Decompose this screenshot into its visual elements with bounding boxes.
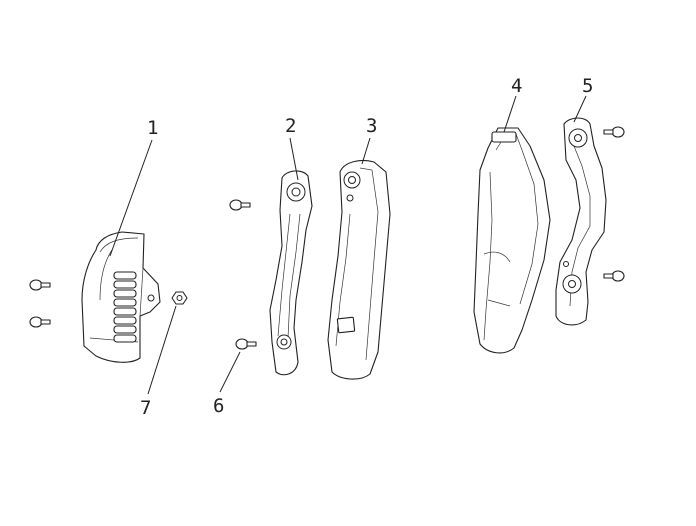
callout-4: 4 [511,75,522,97]
part-5-outer-bracket [555,117,607,326]
callout-2: 2 [285,115,296,137]
screw-right-top [603,126,625,138]
nut-7 [171,291,188,305]
leader-3 [361,137,371,165]
callout-6: 6 [213,395,224,417]
callout-5: 5 [582,75,593,97]
callout-1: 1 [147,117,158,139]
callout-7: 7 [140,397,151,419]
screw-6-lower [235,338,257,350]
part-1-vent-housing [81,231,161,363]
part-3-cover-panel [327,159,391,380]
leader-4 [503,95,517,133]
callout-3: 3 [366,115,377,137]
leader-6 [219,351,241,393]
leader-1 [109,139,153,257]
leader-2 [289,137,299,181]
screw-left-bottom [29,316,51,328]
vent-slots [113,271,137,343]
leader-7 [147,305,177,395]
screw-left-top [29,279,51,291]
leader-5 [573,95,587,123]
part-4-shroud [473,127,551,354]
part-2-bracket-arm [269,170,313,376]
screw-6-upper [229,199,251,211]
screw-right-bottom [603,270,625,282]
